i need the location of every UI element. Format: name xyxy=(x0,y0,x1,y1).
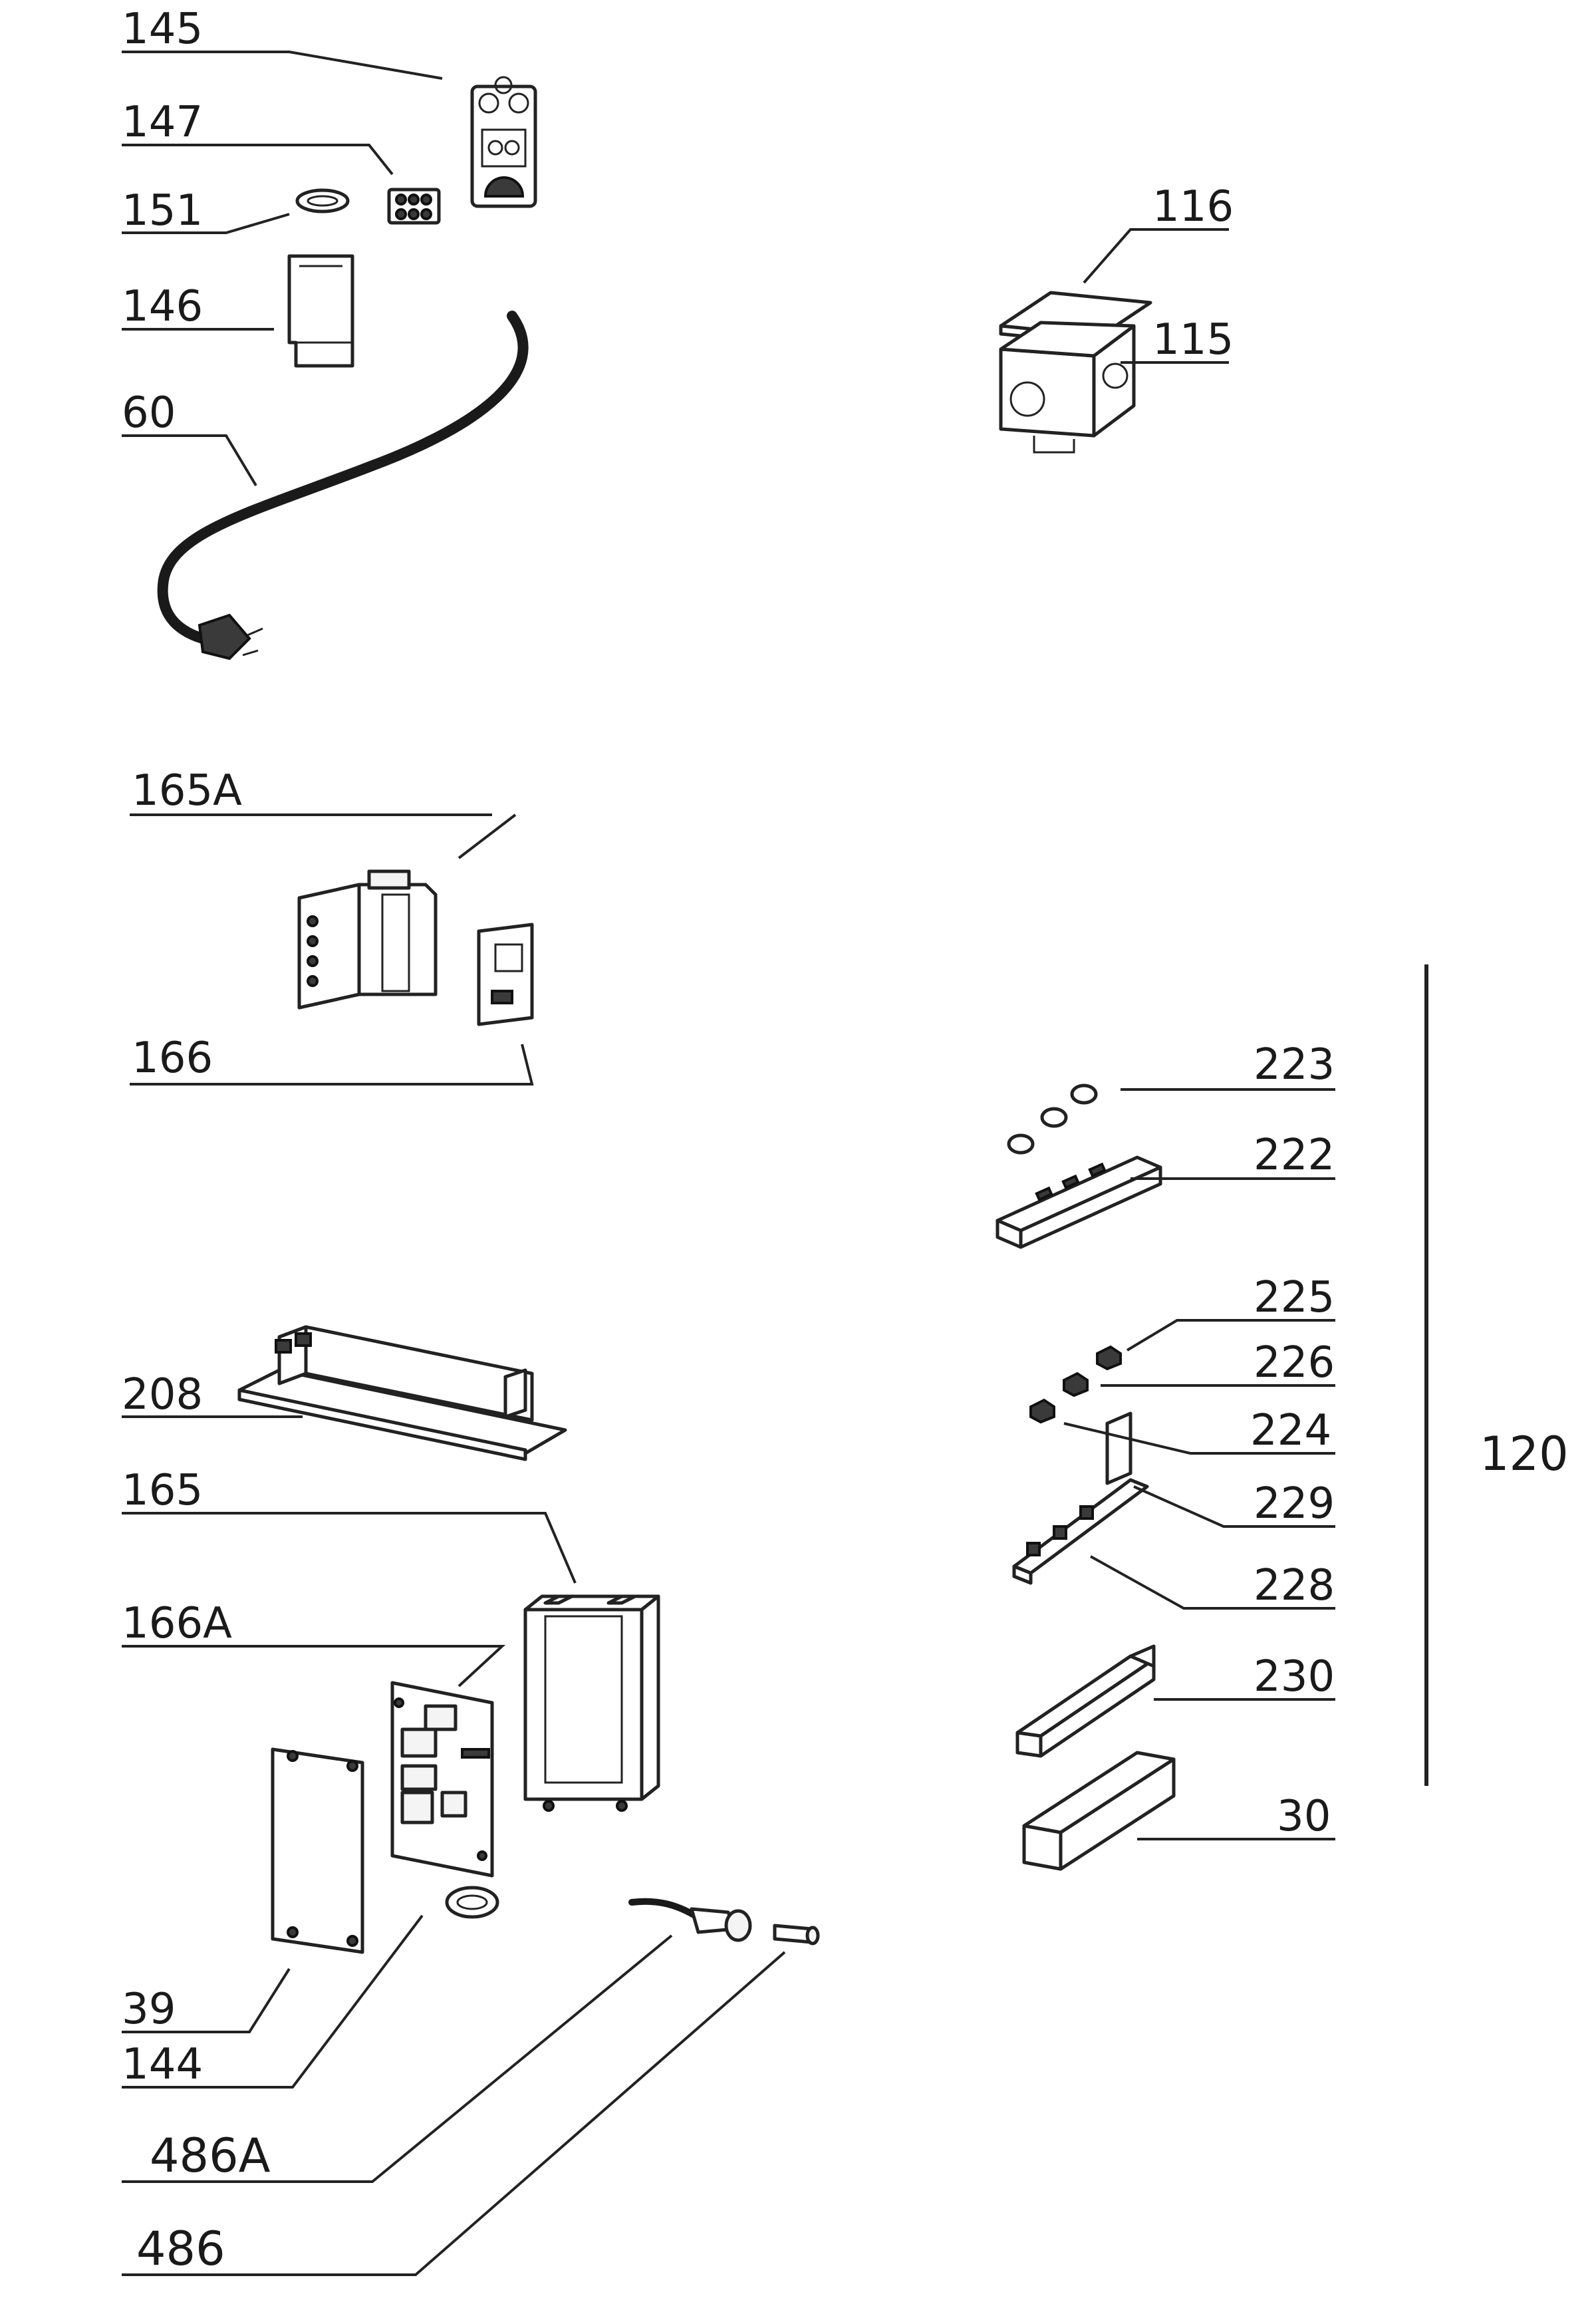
part-228-terminal-board xyxy=(1012,1478,1149,1585)
part-39-cover-plate xyxy=(271,1747,364,1954)
label-116: 116 xyxy=(1152,182,1234,231)
part-60-power-cord xyxy=(157,311,529,660)
label-486: 486 xyxy=(136,2222,225,2276)
part-229-bracket xyxy=(1105,1411,1132,1485)
part-486-lamp xyxy=(773,1924,820,1946)
label-166: 166 xyxy=(132,1034,213,1083)
label-30: 30 xyxy=(1277,1792,1331,1841)
label-120: 120 xyxy=(1480,1427,1569,1481)
label-486A: 486A xyxy=(150,2128,271,2183)
label-228: 228 xyxy=(1254,1561,1335,1610)
label-144: 144 xyxy=(122,2040,203,2089)
part-223-lamp-caps xyxy=(1007,1084,1098,1155)
part-230-tray xyxy=(1015,1644,1156,1758)
label-147: 147 xyxy=(122,98,203,147)
label-115: 115 xyxy=(1152,315,1234,364)
label-229: 229 xyxy=(1254,1479,1335,1528)
part-225-clip xyxy=(1096,1345,1122,1371)
part-165A-control-enclosure xyxy=(297,869,438,1010)
label-230: 230 xyxy=(1254,1652,1335,1701)
part-222-electronic-ballast xyxy=(996,1155,1162,1249)
label-60: 60 xyxy=(122,388,176,438)
label-224: 224 xyxy=(1250,1406,1331,1455)
label-222: 222 xyxy=(1254,1131,1335,1180)
part-166A-circuit-board xyxy=(390,1681,494,1878)
part-147-terminal-strip xyxy=(387,188,441,225)
label-146: 146 xyxy=(122,282,203,331)
label-226: 226 xyxy=(1254,1338,1335,1387)
label-225: 225 xyxy=(1254,1273,1335,1322)
label-165A: 165A xyxy=(132,766,242,815)
part-226-clip xyxy=(1063,1372,1089,1397)
label-166A: 166A xyxy=(122,1599,232,1648)
part-166-circuit-board xyxy=(477,923,534,1026)
part-224-clip xyxy=(1029,1398,1055,1424)
part-labels: 145 147 151 146 60 116 115 165A 166 223 … xyxy=(122,5,1569,2276)
part-146-cover xyxy=(287,254,354,368)
part-208-ballast xyxy=(237,1325,567,1461)
label-151: 151 xyxy=(122,186,203,235)
part-165-component-box xyxy=(523,1594,660,1812)
leader-lines xyxy=(122,51,1428,2276)
label-165: 165 xyxy=(122,1466,203,1515)
part-30-channel xyxy=(1022,1751,1176,1871)
part-115-junction-box xyxy=(999,321,1136,454)
label-39: 39 xyxy=(122,1985,176,2034)
part-144-grommet xyxy=(445,1886,499,1919)
label-208: 208 xyxy=(122,1370,203,1419)
label-223: 223 xyxy=(1254,1040,1335,1089)
part-145-terminal-housing xyxy=(470,76,537,208)
part-486A-lamp-holder xyxy=(628,1898,752,1942)
label-145: 145 xyxy=(122,5,203,54)
part-151-grommet xyxy=(295,188,350,214)
